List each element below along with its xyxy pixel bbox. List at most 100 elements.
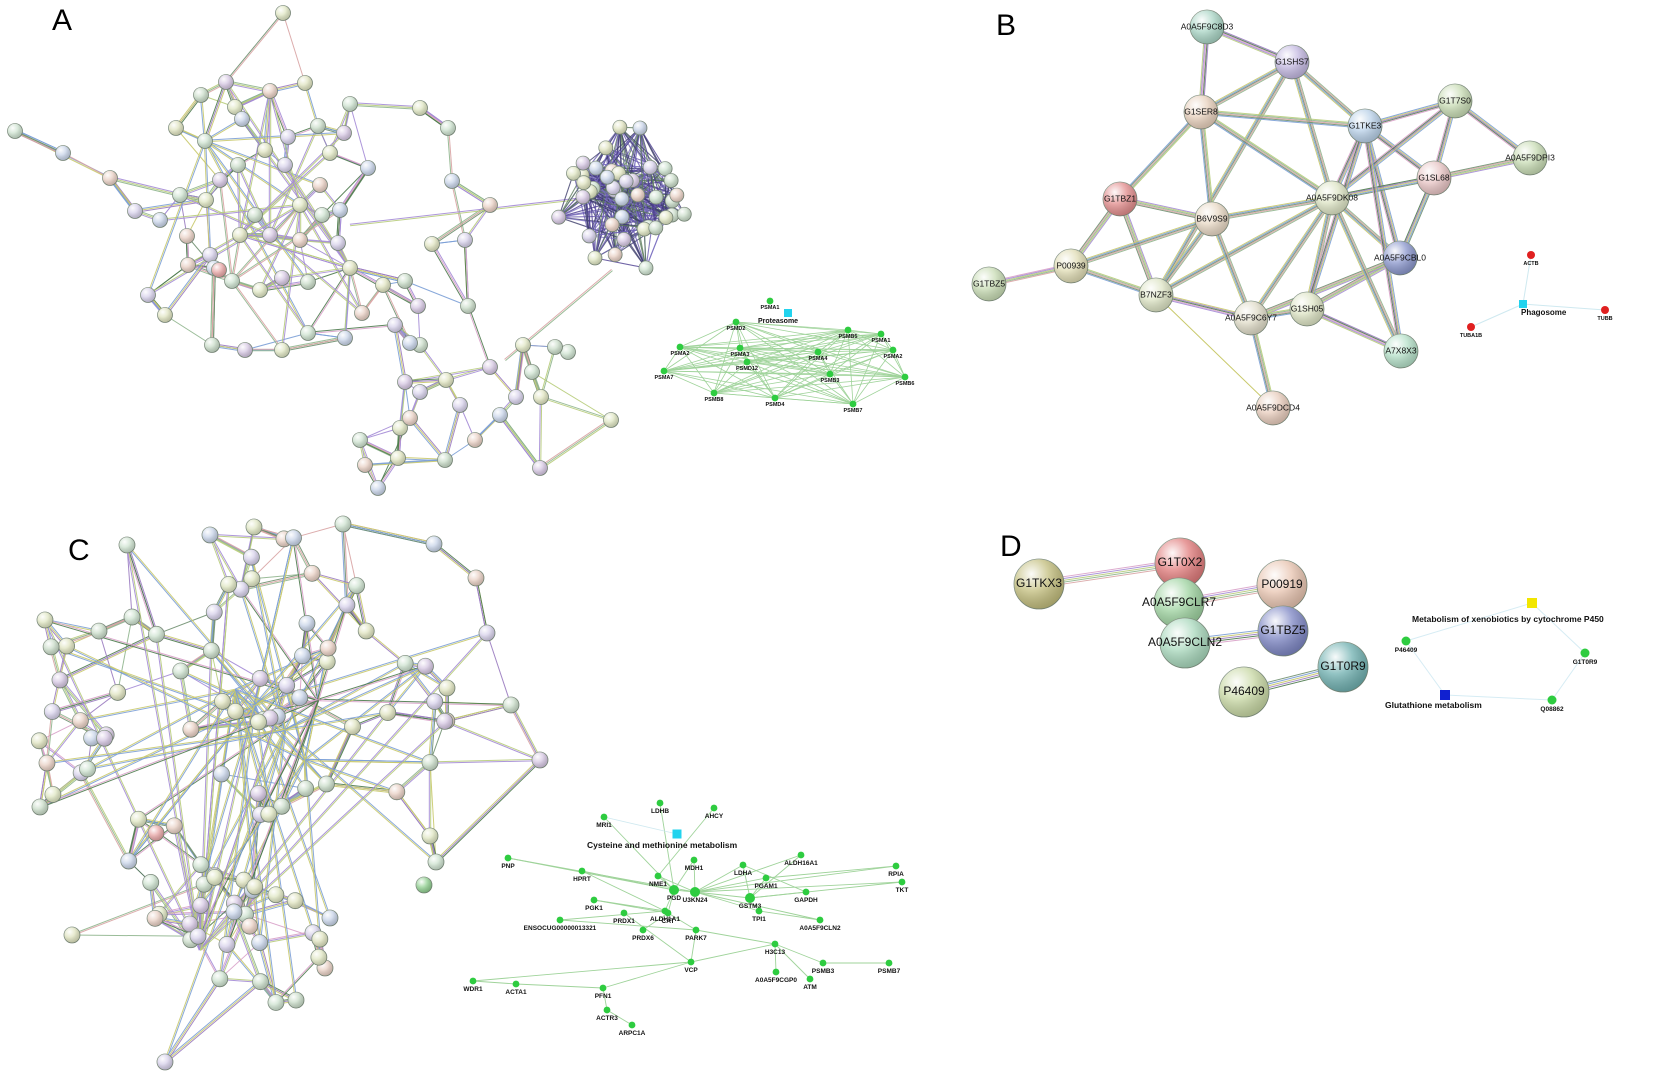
protein-node (412, 384, 428, 400)
kegg-node-mri1-label: MRI1 (596, 822, 612, 829)
protein-label-g1t0r9: G1T0R9 (1320, 659, 1366, 673)
protein-node (319, 639, 337, 657)
protein-node (508, 389, 524, 405)
protein-node (318, 653, 336, 671)
protein-node (297, 75, 313, 91)
protein-node (232, 227, 248, 243)
protein-label-g1tbz5: G1TBZ5 (1260, 623, 1306, 637)
panel-b-network: A0A5F9C8D3G1SHS7G1SER8G1TKE3G1T7S0A0A5F9… (971, 9, 1555, 426)
kegg-node-arpc1a-label: ARPC1A (619, 1030, 646, 1037)
protein-node (297, 780, 315, 797)
kegg-node-tubb (1601, 306, 1609, 314)
kegg-node-nme1 (654, 872, 662, 880)
protein-node (417, 657, 434, 675)
protein-node (618, 173, 634, 189)
protein-node-g1tbz5 (1257, 605, 1309, 657)
protein-label-b6v9s9: B6V9S9 (1196, 213, 1227, 223)
protein-node-a0a5f9dpi3 (1512, 140, 1548, 176)
protein-node (575, 155, 591, 171)
protein-node (212, 172, 228, 188)
protein-node-g1t7s0 (1437, 83, 1473, 119)
kegg-node-gapdh (802, 888, 810, 896)
protein-node (614, 209, 630, 225)
protein-node (182, 720, 200, 738)
protein-node (237, 342, 253, 358)
kegg-node-psmb3 (819, 959, 827, 967)
kegg-node-psma2 (889, 346, 897, 354)
pathway-node-phagosome (1519, 300, 1527, 308)
kegg-node-psma7 (660, 367, 668, 375)
protein-node (243, 570, 261, 588)
panel-d-network: G1TKX3G1T0X2A0A5F9CLR7P00919A0A5F9CLN2G1… (1013, 537, 1369, 718)
protein-node (148, 625, 165, 643)
protein-node (648, 220, 664, 236)
protein-node-g1tkx3 (1013, 558, 1065, 610)
protein-node (375, 277, 391, 293)
protein-node (457, 232, 473, 248)
protein-node (467, 569, 485, 587)
protein-node (55, 145, 71, 161)
protein-node (127, 203, 143, 219)
protein-node (604, 217, 620, 233)
kegg-node-acta1-label: ACTA1 (505, 989, 527, 996)
protein-label-g1tke3: G1TKE3 (1349, 120, 1382, 130)
protein-node (31, 798, 49, 816)
protein-node (198, 192, 214, 208)
protein-node (348, 577, 366, 595)
protein-node (444, 173, 460, 189)
panel-letter-d: D (1000, 530, 1022, 563)
protein-node (440, 120, 456, 136)
protein-node (492, 407, 508, 423)
protein-node (318, 775, 335, 793)
kegg-node-psmd12-label: PSMD12 (736, 366, 758, 372)
protein-node (298, 615, 316, 632)
kegg-node-psma1 (766, 297, 774, 305)
protein-node (412, 100, 428, 116)
kegg-node-tkt-label: TKT (896, 887, 909, 894)
protein-node (424, 236, 440, 252)
protein-node (211, 262, 227, 278)
protein-node (165, 817, 183, 835)
protein-node (303, 564, 321, 582)
protein-node (294, 647, 311, 665)
kegg-node-psmb3-label: PSMB3 (821, 378, 840, 384)
kegg-node-cat-label: CAT (662, 918, 675, 925)
kegg-node-pgd (669, 885, 679, 895)
protein-node (676, 206, 692, 222)
protein-label-a0a5f9c6y7: A0A5F9C6Y7 (1225, 312, 1277, 322)
protein-node (168, 120, 184, 136)
protein-node (599, 169, 615, 185)
kegg-node-tuba1b (1467, 323, 1475, 331)
protein-node (427, 853, 445, 871)
protein-node (287, 991, 305, 1009)
kegg-node-psmb3-label: PSMB3 (812, 968, 835, 975)
protein-node (43, 703, 61, 720)
protein-node (425, 535, 443, 553)
protein-node-b6v9s9 (1194, 201, 1230, 237)
kegg-node-aldh16a1-label: ALDH16A1 (784, 860, 818, 867)
protein-node (257, 142, 273, 158)
protein-node (352, 432, 368, 448)
protein-node (201, 526, 219, 544)
protein-node (357, 622, 375, 640)
kegg-node-psma1-label: PSMA1 (761, 305, 780, 311)
kegg-node-psmb3 (826, 370, 834, 378)
protein-node (342, 260, 358, 276)
kegg-node-vcp-label: VCP (684, 967, 698, 974)
protein-node (300, 325, 316, 341)
protein-node (146, 909, 164, 927)
protein-node (482, 359, 498, 375)
panel-letter-c: C (68, 534, 90, 567)
protein-node-a0a5f9dcd4 (1255, 390, 1291, 426)
protein-node (533, 389, 549, 405)
protein-node-g1shs7 (1274, 44, 1310, 80)
protein-node (360, 160, 376, 176)
protein-node (267, 886, 285, 904)
protein-node (616, 232, 632, 247)
protein-node (588, 160, 604, 176)
kegg-node-u3kn24-label: U3KN24 (683, 897, 708, 904)
protein-node (531, 751, 549, 769)
